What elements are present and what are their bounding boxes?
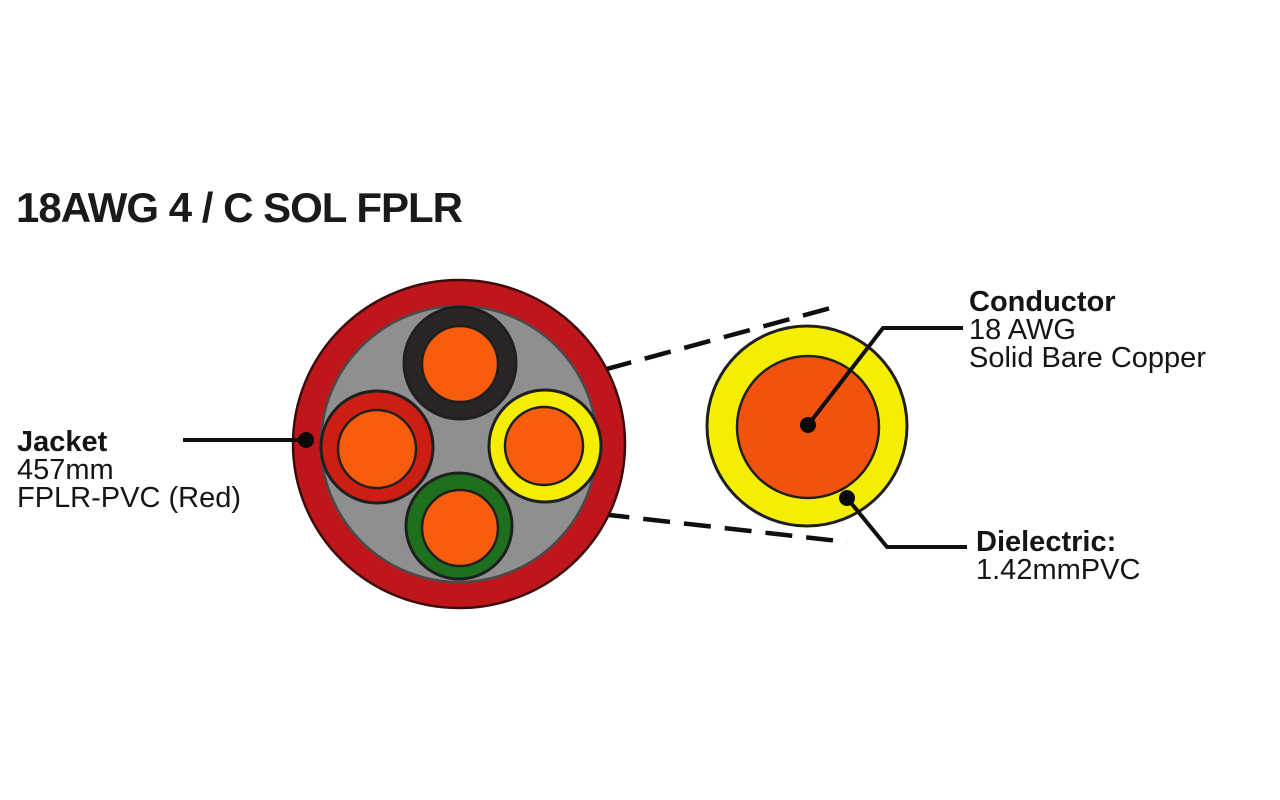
jacket-anchor-dot [298, 432, 314, 448]
dielectric-leader-line [845, 496, 967, 549]
dielectric-label-line-1: 1.42mmPVC [976, 554, 1141, 586]
dielectric-label-heading: Dielectric: [976, 526, 1117, 558]
conductor-top-core [420, 324, 500, 404]
cable-cross-section [291, 278, 627, 610]
conductor-label-line-1: 18 AWG [969, 314, 1076, 346]
jacket-label-line-2: FPLR-PVC (Red) [17, 482, 241, 514]
conductor-label: Conductor 18 AWG Solid Bare Copper [969, 286, 1206, 374]
conductor-leader-line [806, 326, 963, 427]
annotations [183, 326, 967, 549]
jacket-label-line-1: 457mm [17, 454, 114, 486]
conductor-bottom-core [420, 488, 500, 568]
dielectric-anchor-dot [839, 490, 855, 506]
conductor-label-heading: Conductor [969, 286, 1116, 318]
conductor-label-line-2: Solid Bare Copper [969, 342, 1206, 374]
conductor-right-core [503, 405, 585, 487]
dielectric-label: Dielectric: 1.42mmPVC [976, 526, 1141, 586]
conductor-left-core [336, 408, 418, 490]
conductor-anchor-dot [800, 417, 816, 433]
jacket-label: Jacket 457mm FPLR-PVC (Red) [17, 426, 241, 514]
jacket-label-heading: Jacket [17, 426, 108, 458]
page-title: 18AWG 4 / C SOL FPLR [16, 184, 463, 231]
